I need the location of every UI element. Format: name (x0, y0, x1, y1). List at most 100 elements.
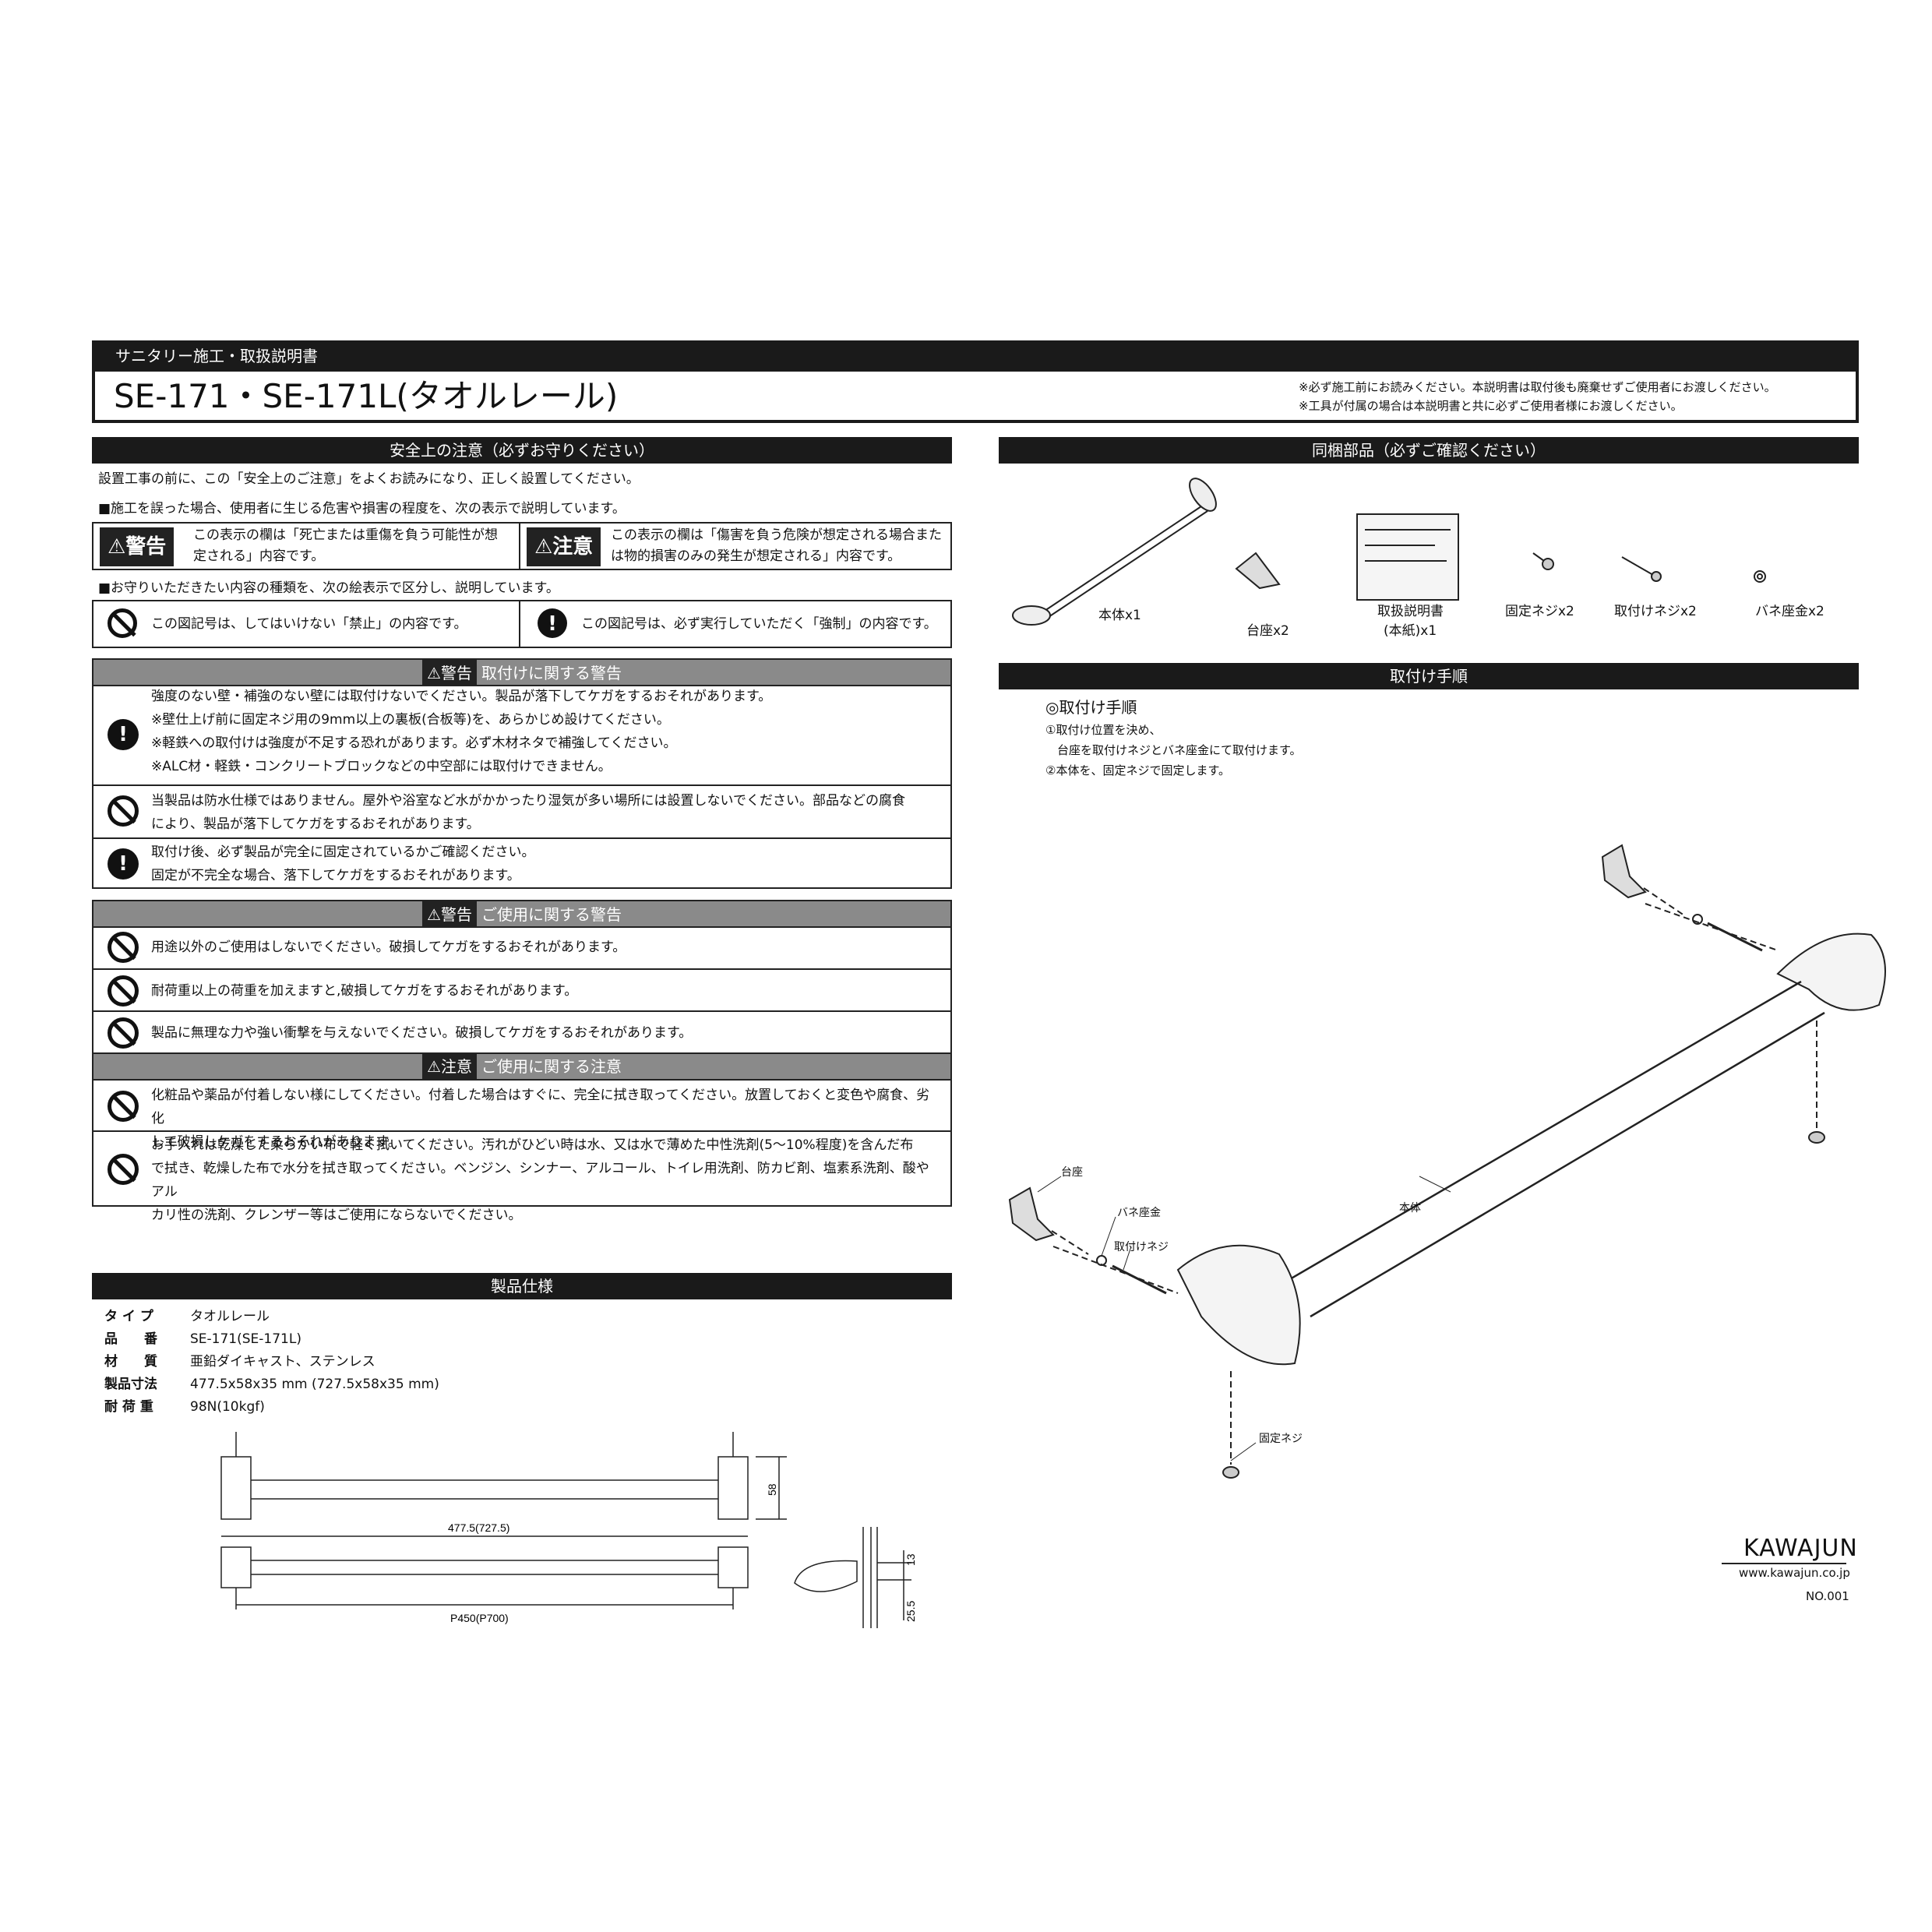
legend-divider (519, 524, 520, 569)
caution-tag: ⚠注意 (422, 1054, 477, 1079)
parts-label: 台座x2 (1246, 623, 1289, 639)
dim-pitch: P450(P700) (450, 1612, 509, 1624)
safety-heading: 安全上の注意（必ずお守りください） (92, 437, 952, 464)
install-warning-table: ! 強度のない壁・補強のない壁には取付けないでください。製品が落下してケガをする… (92, 685, 952, 889)
fix-screw-part (1532, 552, 1554, 570)
doc-type: サニタリー施工・取扱説明書 (115, 347, 318, 365)
spec-row: 耐 荷 重 98N(10kgf) (104, 1396, 439, 1419)
end-cap-right (717, 1456, 749, 1520)
mandatory-desc: この図記号は、必ず実行していただく「強制」の内容です。 (581, 616, 937, 632)
label-body: 本体 (1399, 1202, 1421, 1215)
symbol-legend-1: ⚠警告 この表示の欄は「死亡または重傷を負う可能性が想定される」内容です。 ⚠注… (92, 522, 952, 570)
lower-base (1008, 1186, 1055, 1242)
upper-base (1601, 844, 1647, 899)
row-text: 化粧品や薬品が付着しない様にしてください。付着した場合はすぐに、完全に拭き取って… (151, 1084, 940, 1154)
body-part (1012, 478, 1217, 626)
row-text: お手入れは乾燥した柔らかい布で軽く拭いてください。汚れがひどい時は水、又は水で薄… (151, 1133, 940, 1227)
prohibit-icon (108, 1154, 139, 1185)
prohibit-icon (108, 795, 139, 827)
lower-fix-screw (1222, 1466, 1239, 1479)
header-note: ※必ず施工前にお読みください。本説明書は取付後も廃棄せずご使用者にお渡しください… (1299, 380, 1776, 394)
spec-value: SE-171(SE-171L) (190, 1331, 301, 1347)
end-cap-left (220, 1456, 252, 1520)
warning-row: ! 強度のない壁・補強のない壁には取付けないでください。製品が落下してケガをする… (93, 685, 950, 784)
row-line: ※壁仕上げ前に固定ネジ用の9mm以上の裏板(合板等)を、あらかじめ設けてください… (151, 712, 670, 728)
spec-key: 耐 荷 重 (104, 1399, 153, 1415)
mandatory-icon: ! (108, 719, 139, 750)
procedure-heading: 取付け手順 (999, 663, 1859, 689)
warning-row: ! 取付け後、必ず製品が完全に固定されているかご確認ください。 固定が不完全な場… (93, 837, 950, 889)
row-line: して破損しケガをするおそれがあります。 (151, 1134, 401, 1150)
warning-row: 耐荷重以上の荷重を加えますと,破損してケガをするおそれがあります。 (93, 968, 950, 1010)
caution-heading-row: ⚠注意ご使用に関する注意 (93, 1052, 950, 1079)
row-line: により、製品が落下してケガをするおそれがあります。 (151, 816, 480, 832)
end-cap-right-front (717, 1546, 749, 1588)
parts-label: 本体x1 (1098, 608, 1141, 623)
warning-tag: ⚠警告 (422, 660, 477, 686)
row-line: ※ALC材・軽鉄・コンクリートブロックなどの中空部には取付けできません。 (151, 759, 612, 774)
upper-fix-screw (1808, 1131, 1825, 1144)
parts-heading: 同梱部品（必ずご確認ください） (999, 437, 1859, 464)
brand-url: www.kawajun.co.jp (1739, 1566, 1850, 1580)
doc-number: NO.001 (1806, 1589, 1849, 1603)
prohibit-icon (108, 1091, 139, 1122)
warning-row: 当製品は防水仕様ではありません。屋外や浴室など水がかかったり湿気が多い場所には設… (93, 784, 950, 839)
spec-value: 98N(10kgf) (190, 1399, 265, 1415)
row-text: 用途以外のご使用はしないでください。破損してケガをするおそれがあります。 (151, 940, 626, 955)
row-line: 固定が不完全な場合、落下してケガをするおそれがあります。 (151, 868, 520, 883)
prohibit-icon (108, 975, 139, 1007)
prohibit-icon (108, 608, 137, 638)
safety-note-2: ■お守りいただきたい内容の種類を、次の絵表示で区分し、説明しています。 (98, 580, 559, 596)
spec-heading: 製品仕様 (92, 1273, 952, 1299)
header-notes: ※必ず施工前にお読みください。本説明書は取付後も廃棄せずご使用者にお渡しください… (1299, 378, 1776, 415)
procedure-subtitle: ◎取付け手順 (1045, 698, 1137, 717)
spec-key: タ イ プ (104, 1309, 153, 1324)
install-warning-heading: ⚠警告取付けに関する警告 (92, 658, 952, 686)
dim-length: 477.5(727.5) (448, 1521, 509, 1534)
spec-value: 477.5x58x35 mm (727.5x58x35 mm) (190, 1377, 439, 1392)
caution-badge: ⚠注意 (527, 527, 601, 566)
legend-divider (519, 601, 520, 647)
header-bar: サニタリー施工・取扱説明書 (92, 340, 1859, 372)
caution-row: 化粧品や薬品が付着しない様にしてください。付着した場合はすぐに、完全に拭き取って… (93, 1079, 950, 1150)
row-line: カリ性の洗剤、クレンザー等はご使用にならないでください。 (151, 1208, 522, 1223)
row-line: ※軽鉄への取付けは強度が不足する恐れがあります。必ず木材ネタで補強してください。 (151, 735, 677, 751)
manual-part (1356, 513, 1459, 601)
use-warning-table: 用途以外のご使用はしないでください。破損してケガをするおそれがあります。 耐荷重… (92, 926, 952, 1223)
caution-row: お手入れは乾燥した柔らかい布で軽く拭いてください。汚れがひどい時は水、又は水で薄… (93, 1130, 950, 1223)
spec-value: タオルレール (190, 1309, 270, 1324)
spec-value: 亜鉛ダイキャスト、ステンレス (190, 1354, 375, 1370)
parts-label: バネ座金x2 (1755, 604, 1824, 619)
spec-row: 材 質 亜鉛ダイキャスト、ステンレス (104, 1351, 439, 1373)
row-line: 当製品は防水仕様ではありません。屋外や浴室など水がかかったり湿気が多い場所には設… (151, 793, 905, 809)
parts-label: 取付けネジx2 (1614, 604, 1697, 619)
procedure-steps: ①取付け位置を決め、 台座を取付けネジとバネ座金にて取付けます。 ②本体を、固定… (1045, 720, 1302, 781)
spec-key: 材 質 (104, 1354, 157, 1370)
row-text: 耐荷重以上の荷重を加えますと,破損してケガをするおそれがあります。 (151, 983, 578, 999)
row-line: 化粧品や薬品が付着しない様にしてください。付着した場合はすぐに、完全に拭き取って… (151, 1088, 930, 1126)
use-warning-heading: ⚠警告ご使用に関する警告 (92, 900, 952, 928)
procedure-step: ①取付け位置を決め、 (1045, 723, 1162, 737)
install-warning-title: 取付けに関する警告 (481, 664, 622, 682)
spec-key: 品 番 (104, 1331, 157, 1347)
mandatory-icon: ! (108, 848, 139, 880)
spec-row: 品 番 SE-171(SE-171L) (104, 1328, 439, 1351)
symbol-legend-2: この図記号は、してはいけない「禁止」の内容です。 ! この図記号は、必ず実行して… (92, 600, 952, 648)
right-end-cap (1776, 933, 1886, 1011)
safety-intro: 設置工事の前に、この「安全上のご注意」をよくお読みになり、正しく設置してください… (98, 471, 640, 487)
dim-25-5: 25.5 (904, 1601, 917, 1622)
procedure-step: ②本体を、固定ネジで固定します。 (1045, 763, 1230, 777)
brand-underline (1722, 1563, 1846, 1564)
warning-row: 用途以外のご使用はしないでください。破損してケガをするおそれがあります。 (93, 926, 950, 968)
warning-row: 製品に無理な力や強い衝撃を与えないでください。破損してケガをするおそれがあります… (93, 1010, 950, 1052)
label-screw: 取付けネジ (1114, 1241, 1169, 1253)
procedure-step: 台座を取付けネジとバネ座金にて取付けます。 (1045, 743, 1302, 757)
row-line: 取付け後、必ず製品が完全に固定されているかご確認ください。 (151, 844, 535, 860)
row-text: 製品に無理な力や強い衝撃を与えないでください。破損してケガをするおそれがあります… (151, 1025, 693, 1041)
use-caution-title: ご使用に関する注意 (481, 1057, 622, 1076)
dimension-drawing: 58 477.5(727.5) P450(P700) 13 25.5 (220, 1432, 917, 1628)
parts-illustration (1012, 478, 1766, 626)
page-title: SE-171・SE-171L(タオルレール) (114, 377, 619, 415)
row-text: 強度のない壁・補強のない壁には取付けないでください。製品が落下してケガをするおそ… (151, 685, 940, 778)
upper-washer (1692, 914, 1703, 925)
